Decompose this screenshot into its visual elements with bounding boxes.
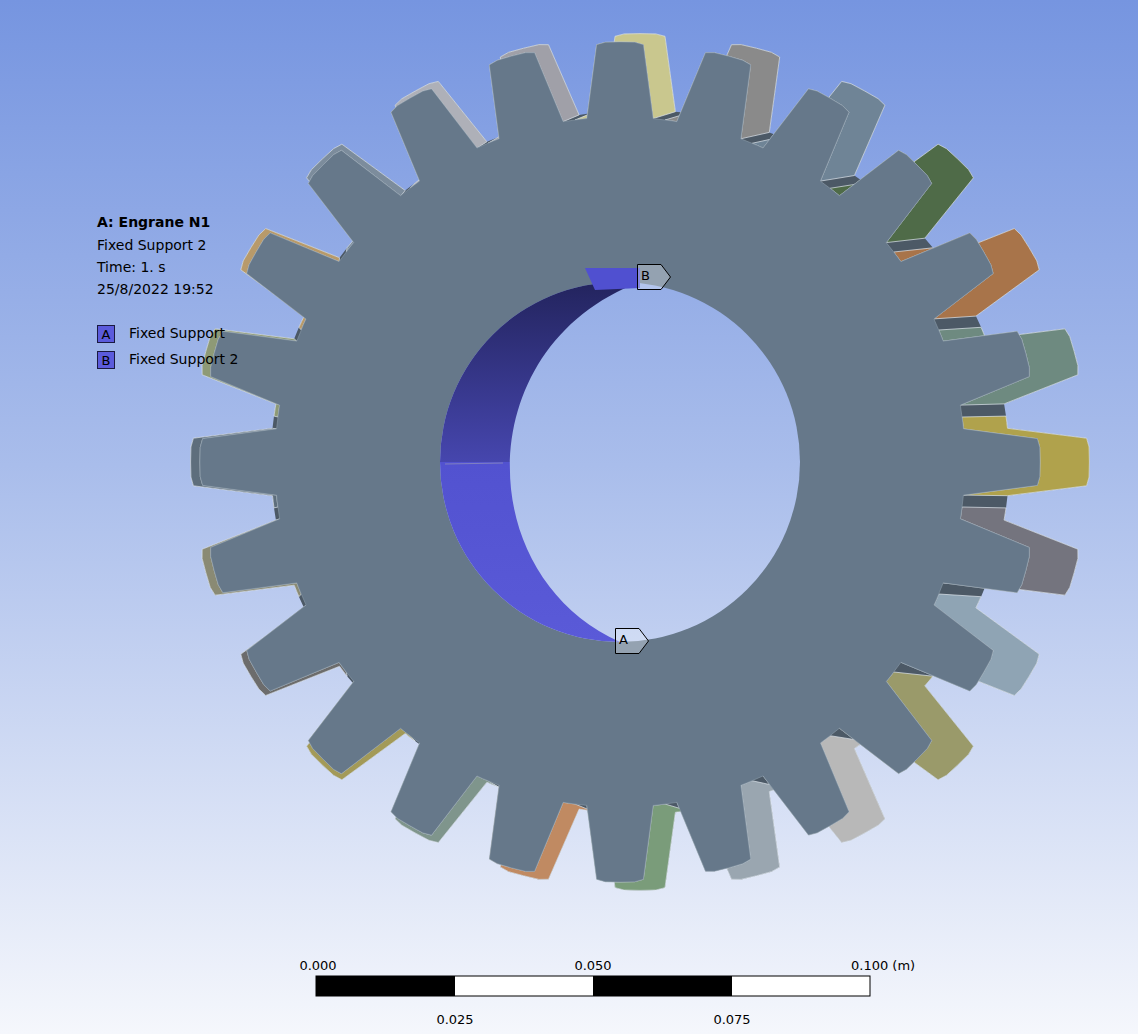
callout-flag: A: [615, 628, 649, 654]
callout-letter: A: [615, 632, 637, 648]
legend-text: Fixed Support: [129, 325, 225, 342]
header-line: Fixed Support 2: [97, 237, 206, 254]
scale-value: 0.075: [713, 1011, 750, 1028]
legend-letter: B: [102, 352, 111, 369]
scale-value: 0.000: [299, 957, 336, 974]
scale-value: 0.100 (m): [851, 957, 915, 974]
gear-back: [191, 34, 1090, 891]
fixed-support-face: [440, 282, 640, 642]
header-line: Time: 1. s: [97, 259, 166, 276]
bore-hole: [440, 282, 800, 642]
legend-letter: A: [102, 326, 111, 343]
fixed-support-strip: [585, 268, 640, 290]
header-line: 25/8/2022 19:52: [97, 281, 214, 298]
legend-text: Fixed Support 2: [129, 351, 238, 368]
gear-face: [200, 42, 1040, 882]
scale-bar: [316, 976, 870, 996]
callout-flag: B: [637, 264, 671, 290]
callout-letter: B: [637, 268, 659, 284]
scale-value: 0.025: [436, 1011, 473, 1028]
result-title: A: Engrane N1: [97, 214, 210, 231]
face-edge: [445, 463, 503, 464]
scale-value: 0.050: [574, 957, 611, 974]
